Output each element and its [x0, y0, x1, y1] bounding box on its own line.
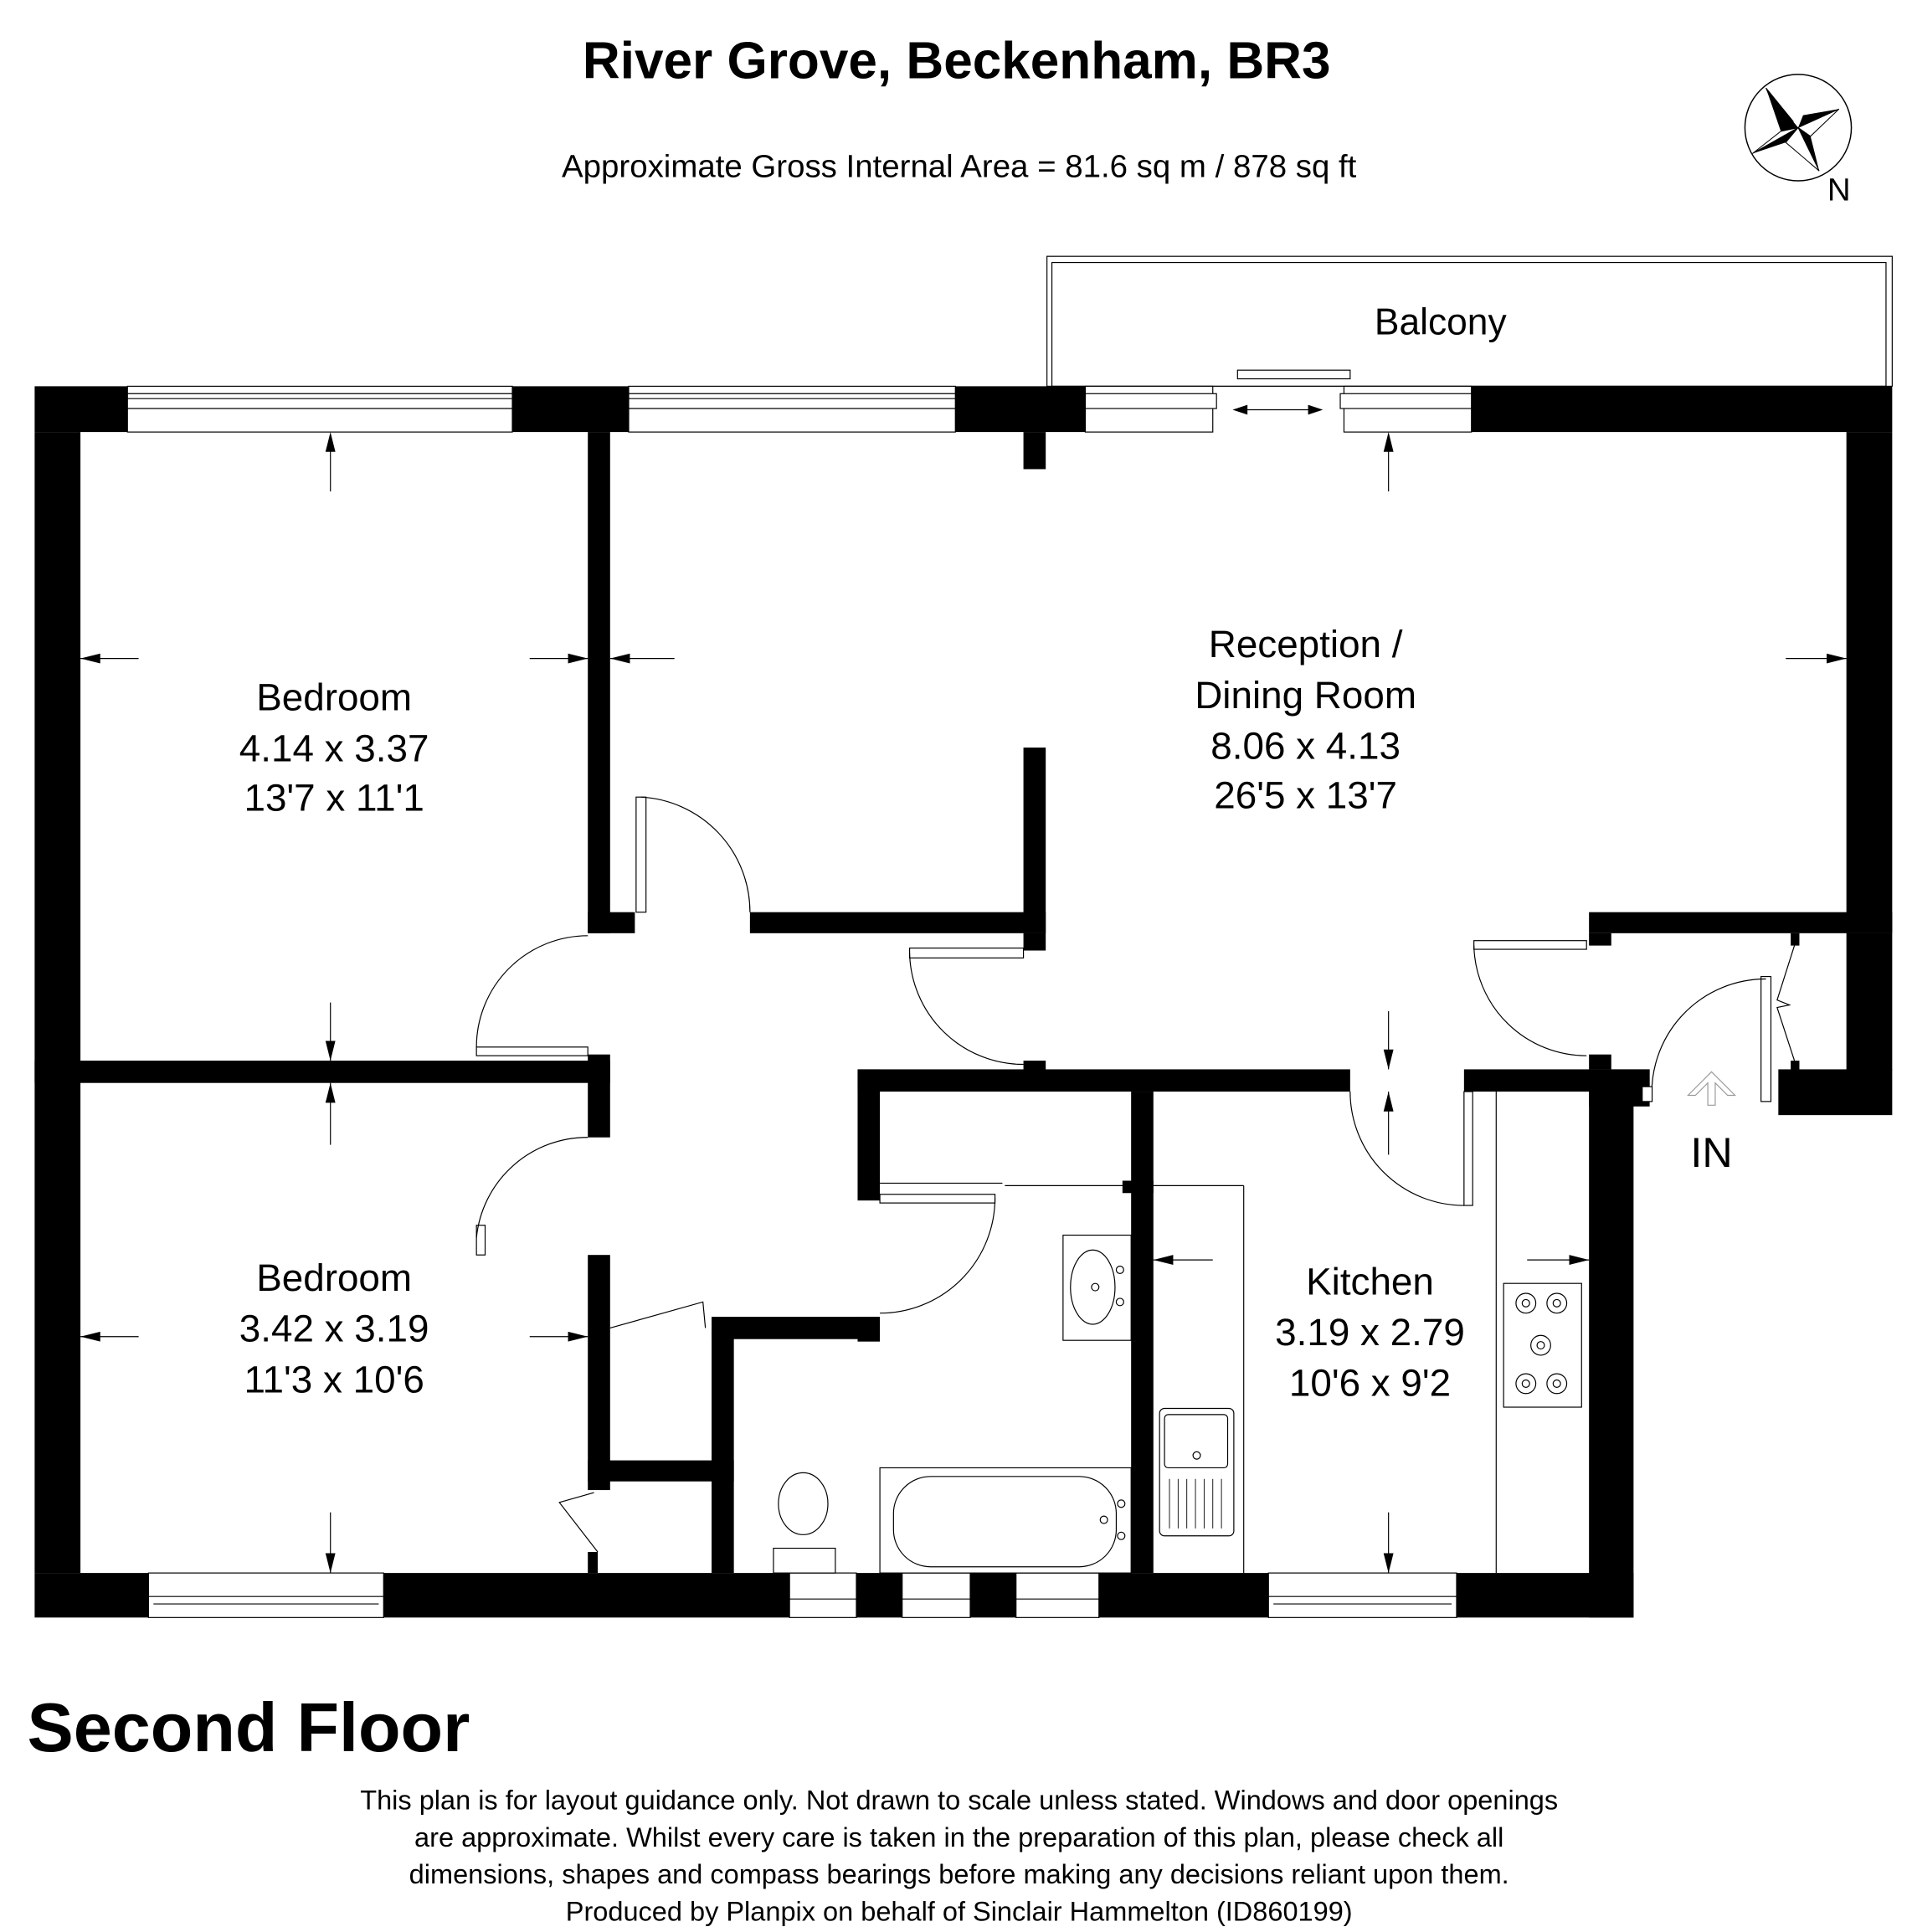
- cupboard-wall: [588, 1460, 734, 1482]
- room-name: Reception /: [1209, 623, 1403, 665]
- room-imperial: 26'5 x 13'7: [1214, 774, 1397, 817]
- room-name: Kitchen: [1306, 1260, 1434, 1303]
- threshold: [1236, 369, 1351, 380]
- exterior-wall-right: [1846, 432, 1893, 933]
- window: [126, 385, 513, 433]
- door-bedroom2[interactable]: [475, 1137, 589, 1256]
- exterior-wall-kitchen: [1589, 1092, 1634, 1618]
- plan-title: River Grove, Beckenham, BR3: [583, 32, 1331, 90]
- cupboard-door[interactable]: [558, 1301, 707, 1553]
- room-bedroom-2: Bedroom 3.42 x 3.19 11'3 x 10'6: [239, 1256, 429, 1400]
- interior-wall: [1589, 912, 1893, 933]
- compass-north-label: N: [1827, 172, 1851, 208]
- interior-wall: [857, 1069, 881, 1201]
- door-bedroom1[interactable]: [635, 796, 751, 913]
- door-reception[interactable]: [908, 947, 1025, 1066]
- room-metric: 3.42 x 3.19: [239, 1308, 429, 1350]
- wall-stub: [588, 917, 610, 933]
- room-name: Bedroom: [256, 676, 412, 719]
- room-bedroom-1: Bedroom 4.14 x 3.37 13'7 x 11'1: [239, 676, 429, 820]
- interior-wall: [588, 1054, 610, 1138]
- cupboard-bifold-door[interactable]: [1776, 933, 1800, 1073]
- wall-stub: [588, 1551, 599, 1574]
- basin-icon: [1062, 1234, 1132, 1341]
- dimension-arrows: [80, 432, 1847, 1574]
- sink-icon: [1159, 1407, 1235, 1537]
- exterior-wall-top: [34, 386, 1893, 433]
- gross-area: Approximate Gross Internal Area = 81.6 s…: [562, 149, 1357, 185]
- door-bathroom[interactable]: [879, 1182, 1132, 1314]
- compass-icon: [1744, 74, 1853, 182]
- window: [147, 1572, 384, 1618]
- wall-stub: [1023, 1061, 1046, 1073]
- room-name: Bedroom: [256, 1256, 412, 1299]
- interior-wall: [749, 912, 1046, 933]
- interior-wall: [712, 1328, 734, 1574]
- wall-segment: [1778, 1069, 1893, 1116]
- wall-segment: [1846, 933, 1893, 1071]
- door-kitchen[interactable]: [1349, 1091, 1473, 1206]
- disclaimer-line: Produced by Planpix on behalf of Sinclai…: [566, 1897, 1353, 1927]
- disclaimer-line: dimensions, shapes and compass bearings …: [409, 1859, 1509, 1889]
- interior-wall: [1131, 1092, 1154, 1574]
- wall-segment: [1589, 1069, 1650, 1107]
- wall-stub: [1023, 933, 1046, 951]
- room-metric: 3.19 x 2.79: [1275, 1311, 1465, 1354]
- room-metric: 4.14 x 3.37: [239, 727, 429, 769]
- kitchen-worktop: [1153, 1092, 1497, 1574]
- door-hall-reception[interactable]: [1473, 940, 1587, 1056]
- disclaimer-line: This plan is for layout guidance only. N…: [360, 1785, 1558, 1815]
- room-reception: Reception / Dining Room 8.06 x 4.13 26'5…: [1195, 623, 1416, 816]
- balcony-label: Balcony: [1375, 301, 1508, 342]
- floor-label: Second Floor: [28, 1688, 470, 1766]
- room-kitchen: Kitchen 3.19 x 2.79 10'6 x 9'2: [1275, 1260, 1465, 1404]
- wall-stub: [1589, 1054, 1611, 1070]
- exterior-wall-left: [34, 432, 81, 1574]
- room-imperial: 13'7 x 11'1: [244, 776, 424, 819]
- wall-stub: [1023, 432, 1046, 470]
- room-imperial: 10'6 x 9'2: [1289, 1362, 1451, 1405]
- disclaimer: This plan is for layout guidance only. N…: [360, 1785, 1558, 1926]
- interior-wall: [588, 432, 610, 917]
- interior-wall: [34, 1061, 610, 1083]
- room-name-2: Dining Room: [1195, 674, 1416, 717]
- window: [1267, 1572, 1457, 1618]
- entrance-arrow-icon: [1686, 1071, 1737, 1106]
- room-imperial: 11'3 x 10'6: [244, 1358, 424, 1400]
- exterior-wall-bottom: [34, 1573, 1634, 1618]
- disclaimer-line: are approximate. Whilst every care is ta…: [414, 1822, 1503, 1852]
- door-bedroom1-hall[interactable]: [475, 935, 589, 1056]
- window: [789, 1572, 1100, 1618]
- room-metric: 8.06 x 4.13: [1210, 724, 1401, 767]
- toilet-icon: [773, 1472, 836, 1574]
- interior-wall: [857, 1317, 881, 1342]
- interior-wall: [712, 1317, 879, 1339]
- wall-stub: [1589, 933, 1611, 946]
- interior-wall: [857, 1069, 1350, 1092]
- window: [628, 385, 956, 433]
- wall-stub: [1122, 1180, 1154, 1194]
- interior-wall: [588, 1255, 610, 1491]
- hob-icon: [1503, 1282, 1582, 1408]
- interior-wall: [1023, 748, 1046, 933]
- bathtub-icon: [879, 1467, 1132, 1574]
- front-door[interactable]: [1642, 975, 1772, 1102]
- entrance-label: IN: [1690, 1129, 1732, 1176]
- sliding-door: [1084, 385, 1473, 433]
